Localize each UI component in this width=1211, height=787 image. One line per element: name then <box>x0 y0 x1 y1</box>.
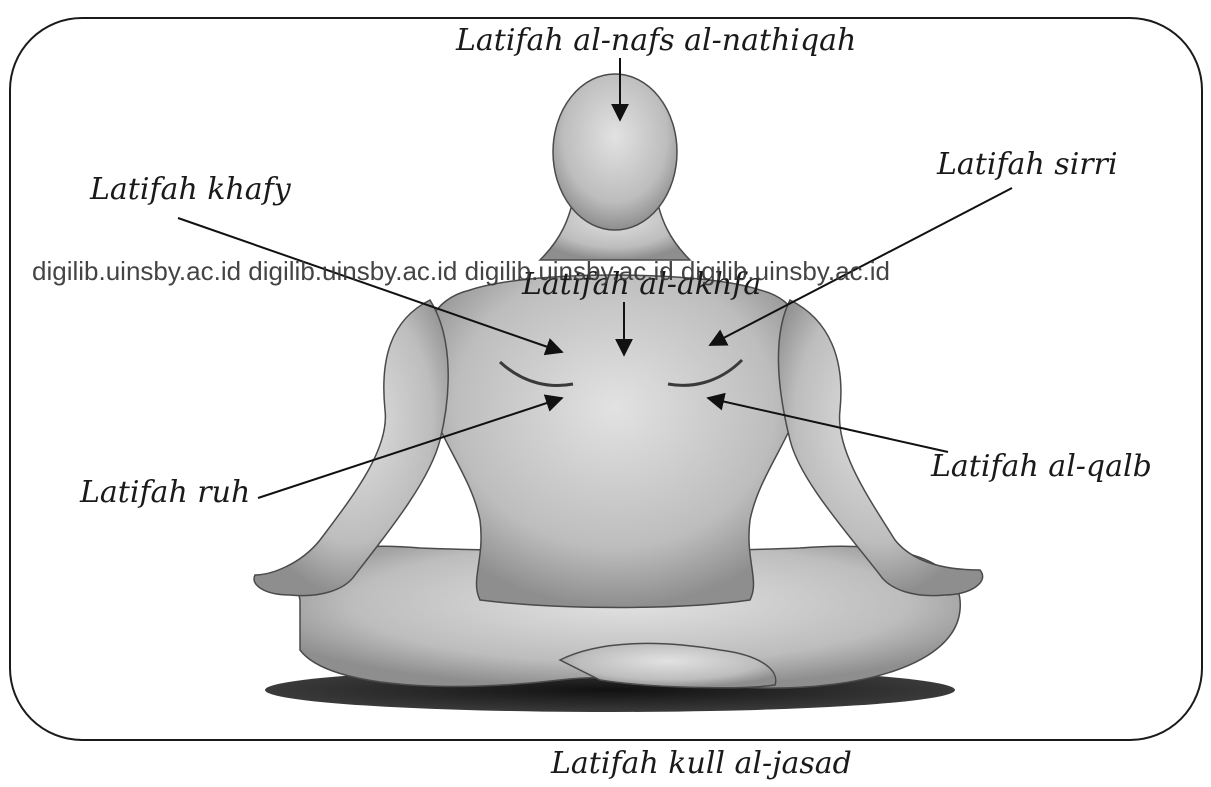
watermark-text: digilib.uinsby.ac.id digilib.uinsby.ac.i… <box>32 256 890 287</box>
diagram-caption: Latifah kull al-jasad <box>551 749 852 779</box>
label-sirri: Latifah sirri <box>937 150 1118 180</box>
label-qalb: Latifah al-qalb <box>931 452 1152 482</box>
label-nafs: Latifah al-nafs al-nathiqah <box>456 26 856 56</box>
meditating-figure <box>254 74 983 688</box>
label-khafy: Latifah khafy <box>90 175 291 205</box>
label-ruh: Latifah ruh <box>80 478 250 508</box>
